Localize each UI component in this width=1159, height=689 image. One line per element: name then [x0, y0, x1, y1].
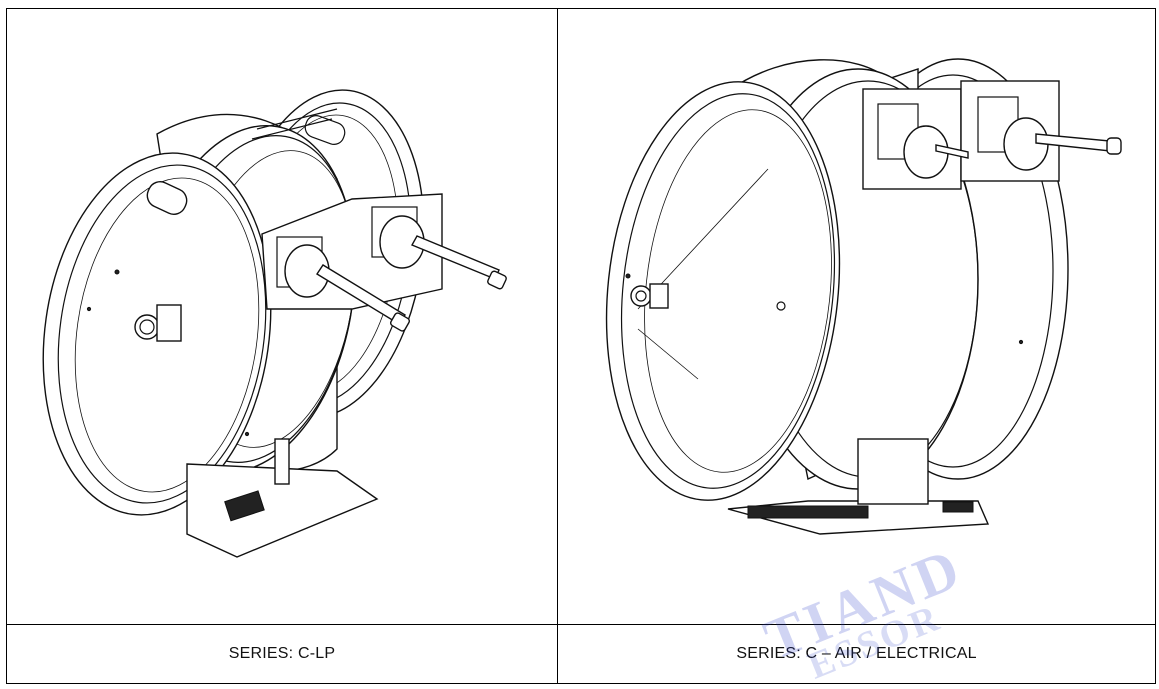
- figure-cell-c-lp: [7, 9, 557, 624]
- caption-series-c-air-electrical: SERIES: C – AIR / ELECTRICAL: [736, 645, 977, 662]
- figure-table: SERIES: C-LP SERIES: C – AIR / ELECTRICA…: [6, 8, 1156, 684]
- row-divider: [7, 624, 1155, 625]
- caption-series-c-lp: SERIES: C-LP: [228, 645, 336, 662]
- hose-reel-air-electrical-icon: [605, 58, 1122, 535]
- column-divider: [557, 9, 558, 683]
- figure-cell-air-electrical: [558, 9, 1155, 624]
- hose-reel-c-lp-icon: [42, 89, 507, 558]
